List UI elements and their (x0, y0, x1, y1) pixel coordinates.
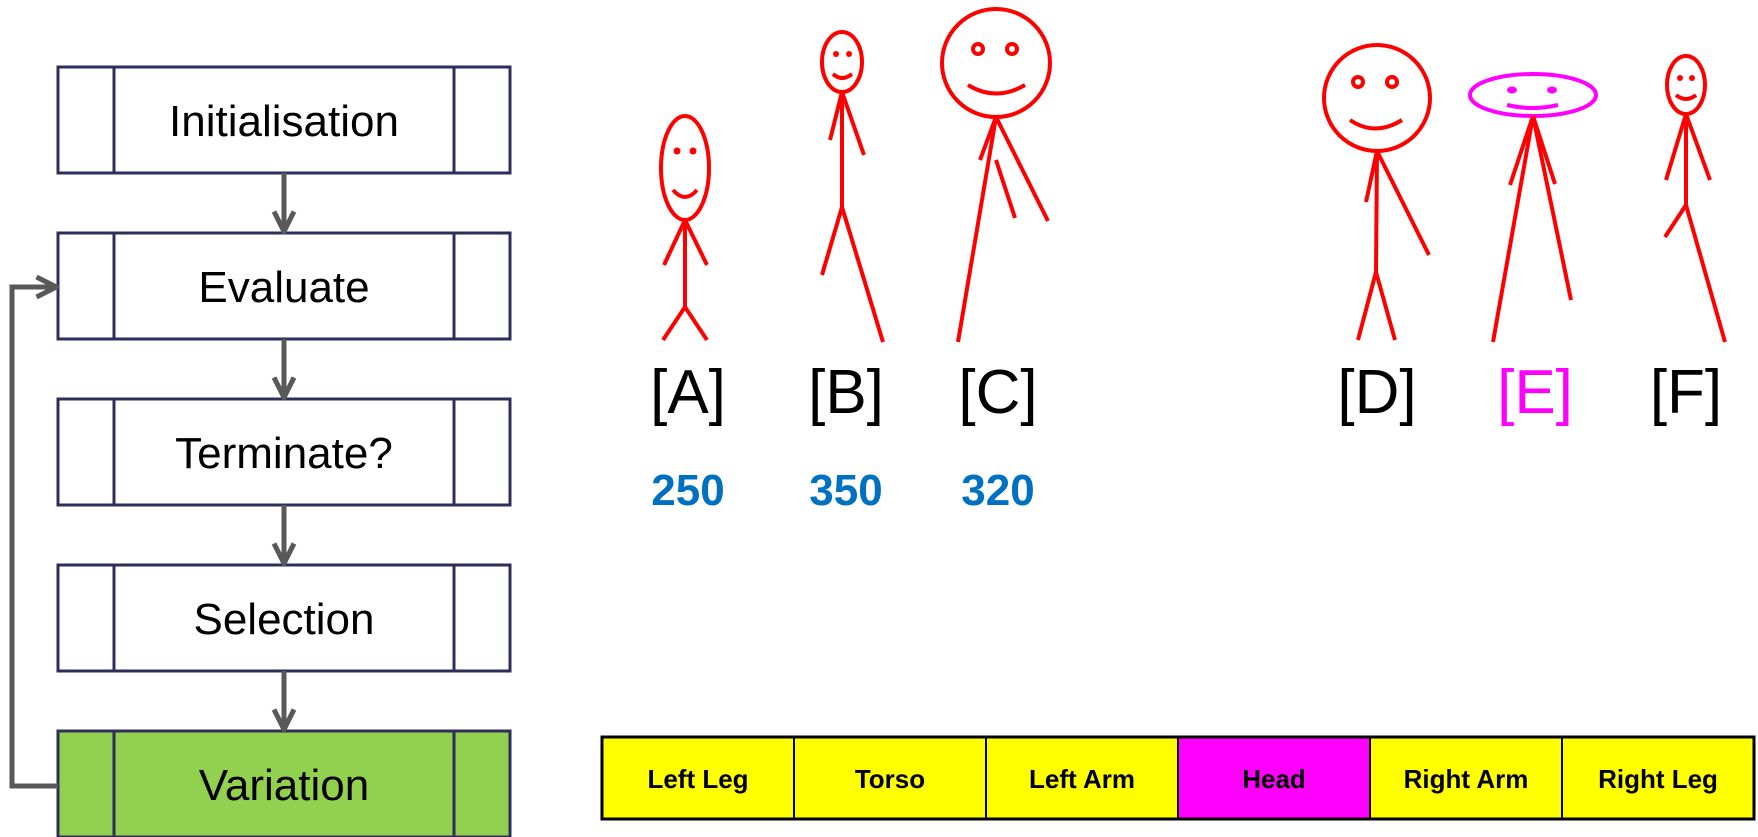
population (659, 7, 1727, 343)
step-label: Terminate? (175, 429, 393, 478)
individual-label: [F] (1650, 358, 1722, 427)
stick-figure-a (659, 114, 711, 342)
chromosome-border (600, 735, 1756, 821)
fitness-scores: 250 350 320 (651, 466, 1034, 515)
individual-label: [D] (1337, 358, 1416, 427)
step-evaluate: Evaluate (56, 231, 512, 341)
individual-label: [B] (808, 358, 884, 427)
step-label: Variation (199, 761, 369, 810)
arrow-loop-back (9, 287, 58, 789)
step-terminate: Terminate? (56, 397, 512, 507)
stick-figure-d (1322, 43, 1432, 341)
fitness-score: 250 (651, 466, 724, 515)
step-selection: Selection (56, 563, 512, 673)
individual-label: [C] (958, 358, 1037, 427)
figure-labels: [A] [B] [C] [D] [E] [F] (650, 358, 1722, 427)
gene-label: Head (1242, 764, 1306, 794)
step-label: Evaluate (198, 263, 369, 312)
gene-label: Left Arm (1029, 764, 1135, 794)
gene-label: Right Leg (1598, 764, 1718, 794)
step-initialisation: Initialisation (56, 65, 512, 175)
flowchart: Initialisation Evaluate Terminate? Selec… (9, 65, 512, 837)
individual-label: [E] (1497, 358, 1573, 427)
stick-figure-f (1663, 54, 1727, 343)
stick-figure-e (1468, 72, 1598, 343)
gene-label: Left Leg (647, 764, 748, 794)
chromosome-bar: Left Leg Torso Left Arm Head Right Arm R… (600, 735, 1756, 821)
gene-label: Right Arm (1404, 764, 1529, 794)
gene-label: Torso (855, 764, 925, 794)
fitness-score: 350 (809, 466, 882, 515)
stick-figure-b (820, 30, 885, 343)
individual-label: [A] (650, 358, 726, 427)
step-variation: Variation (56, 729, 512, 837)
step-label: Initialisation (169, 97, 399, 146)
fitness-score: 320 (961, 466, 1034, 515)
step-label: Selection (193, 595, 374, 644)
stick-figure-c (940, 7, 1052, 343)
